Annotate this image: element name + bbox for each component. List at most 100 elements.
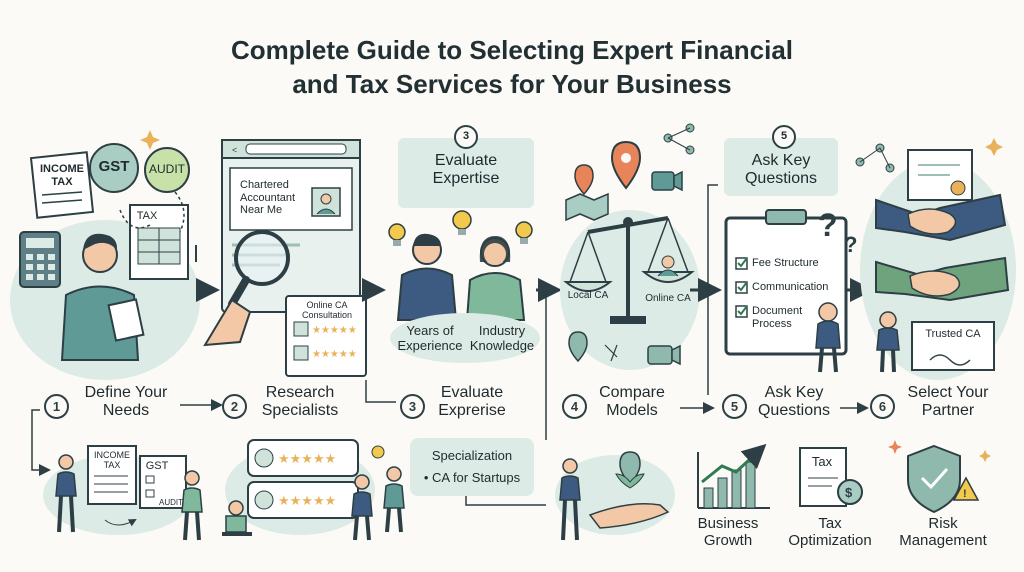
title-line-1: Complete Guide to Selecting Expert Finan… <box>231 35 793 65</box>
svg-text:<: < <box>232 145 237 155</box>
outcome-tax-optimization: Tax Optimization <box>772 515 888 549</box>
panel3-number: 3 <box>462 130 470 142</box>
step-3-line-1: Evaluate <box>440 384 504 401</box>
audit-label: AUDIT <box>149 162 185 176</box>
document-line-1: Document <box>752 305 803 317</box>
two-experts-icon <box>396 233 526 321</box>
income-tax-doc-label: INCOME TAX <box>34 163 90 188</box>
checkbox-icon <box>735 281 748 294</box>
panel-evaluate-expertise <box>388 125 540 363</box>
industry-line-2: Knowledge <box>469 337 535 353</box>
handshake-icon-2 <box>875 256 1010 302</box>
growth-chart-icon <box>697 443 770 509</box>
bottom-income-text: INCOME <box>94 450 130 460</box>
outcome-3-line-1: Risk <box>928 515 958 532</box>
outcome-1-line-1: Business <box>697 515 759 532</box>
step-5-label: Ask Key Questions <box>724 384 864 420</box>
step-2-line-1: Research <box>265 384 335 401</box>
panel3-header-line-2: Expertise <box>432 169 500 187</box>
step-4-label: Compare Models <box>562 384 702 420</box>
checkbox-icon <box>735 257 748 270</box>
svg-text:★★★★★: ★★★★★ <box>278 451 336 466</box>
document-line-2: Process <box>752 317 792 330</box>
bottom-specialization <box>410 438 546 506</box>
panel-select-partner <box>855 138 1016 380</box>
industry-knowledge-label: Industry Knowledge <box>462 323 542 354</box>
question-mark-icon: ? <box>844 232 857 257</box>
svg-text:★★★★★: ★★★★★ <box>312 349 357 360</box>
connector-5 <box>707 184 718 395</box>
panel3-header: Evaluate Expertise <box>405 152 527 188</box>
outcome-tax-doc-label: Tax <box>811 454 833 469</box>
online-consultation-label: Online CA Consultation <box>288 300 366 320</box>
trusted-ca-label: Trusted CA <box>925 328 981 340</box>
years-line-1: Years of <box>406 323 454 338</box>
page-title: Complete Guide to Selecting Expert Finan… <box>110 34 914 102</box>
bottom-tax-text: TAX <box>103 460 121 471</box>
review-card <box>247 439 359 477</box>
svg-text:★★★★★: ★★★★★ <box>312 325 357 336</box>
title-line-2: and Tax Services for Your Business <box>292 68 732 99</box>
share-network-icon <box>663 123 695 155</box>
industry-line-1: Industry <box>478 323 526 338</box>
outcome-risk-management: Risk Management <box>884 515 1002 549</box>
specialization-title: Specialization <box>431 448 513 463</box>
magnifier-icon <box>203 230 290 347</box>
lightbulb-icon <box>371 445 385 459</box>
outcome-2-line-2: Optimization <box>788 531 872 549</box>
step-4-line-1: Compare <box>599 384 665 401</box>
gst-label: GST <box>98 158 130 175</box>
step-2-label: Research Specialists <box>230 384 370 420</box>
step-6-line-2: Partner <box>921 401 975 419</box>
outcome-1-line-2: Growth <box>703 531 753 549</box>
years-line-2: Experience <box>397 337 463 353</box>
step-2-line-2: Specialists <box>261 401 339 419</box>
checkbox-icon <box>735 305 748 318</box>
step-6-number: 6 <box>870 394 895 419</box>
step-4-number: 4 <box>562 394 587 419</box>
doc-income-text: INCOME <box>40 163 84 175</box>
lightbulb-icons <box>388 210 533 246</box>
svg-text:!: ! <box>963 488 967 500</box>
knowledge-bubble <box>390 313 540 363</box>
doc-tax-text: TAX <box>51 175 73 188</box>
online-line-1: Online CA <box>306 300 348 310</box>
risk-shield-icon: ! <box>888 440 991 514</box>
gst-bubble-icon <box>89 143 139 193</box>
person-thinking-icon <box>815 302 841 373</box>
step-5-line-1: Ask Key <box>764 384 824 401</box>
step-5-line-2: Questions <box>757 401 831 419</box>
tax-form-icon <box>129 204 189 280</box>
step-3-line-2: Exprerise <box>438 401 506 419</box>
open-hand-icon <box>588 503 670 529</box>
step-2-number: 2 <box>222 394 247 419</box>
checklist-fee-structure: Fee Structure <box>752 257 819 269</box>
outcome-3-line-2: Management <box>899 531 987 549</box>
panel-define-needs <box>10 130 200 380</box>
sparkle-icon <box>985 138 1003 156</box>
svg-text:$: $ <box>845 485 853 500</box>
audit-bubble-icon <box>144 147 190 193</box>
bottom-audit-label: AUDIT <box>159 498 183 507</box>
income-tax-document-icon <box>29 151 95 219</box>
calculator-icon <box>19 231 61 288</box>
partner-person-icon <box>876 311 900 373</box>
checklist-document-process: Document Process <box>752 305 822 330</box>
online-line-2: Consultation <box>301 310 353 321</box>
tax-optimization-icon: $ <box>799 447 863 507</box>
step-1-label: Define Your Needs <box>56 384 196 420</box>
video-call-icon <box>651 171 675 191</box>
video-call-icon-2 <box>647 345 673 365</box>
panel-compare-models <box>560 123 700 370</box>
network-icon <box>855 143 895 173</box>
bottom-gst-label: GST <box>145 460 169 472</box>
panel5-header: Ask Key Questions <box>726 152 836 188</box>
panel3-header-line-1: Evaluate <box>434 152 498 169</box>
step-5-number: 5 <box>722 394 747 419</box>
panel5-header-line-1: Ask Key <box>751 152 811 169</box>
panel5-header-line-2: Questions <box>744 169 818 187</box>
step-1-number: 1 <box>44 394 69 419</box>
online-ca-label: Online CA <box>645 293 691 304</box>
search-line-2: Accountant <box>240 191 296 204</box>
